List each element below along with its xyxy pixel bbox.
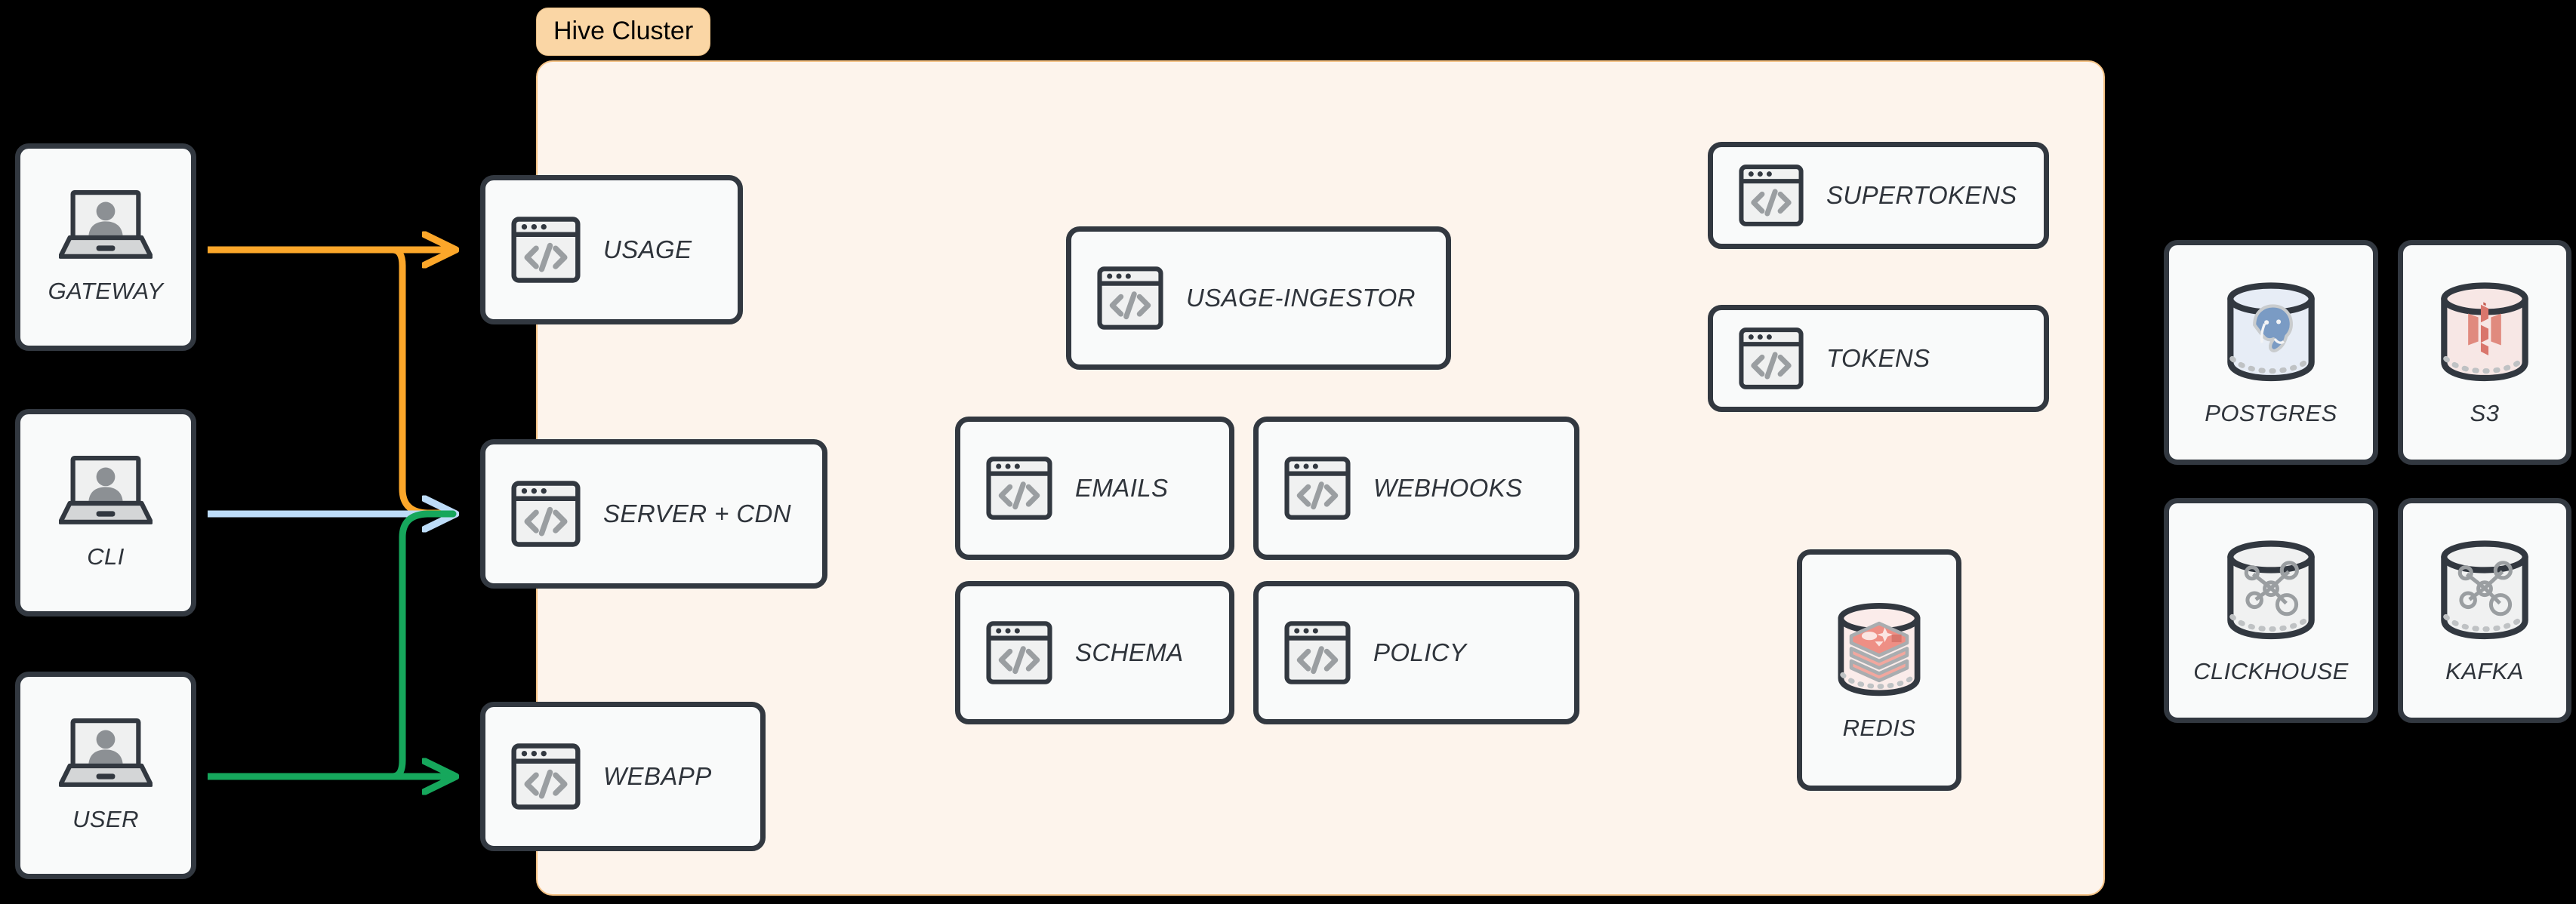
network-cylinder-icon — [2432, 536, 2537, 641]
datastore-card-redis[interactable]: REDIS — [1797, 549, 1961, 791]
s3-cylinder-icon — [2432, 278, 2537, 383]
service-card-server-cdn[interactable]: SERVER + CDN — [480, 439, 827, 589]
code-window-icon — [986, 455, 1052, 521]
datastore-label: CLICKHOUSE — [2193, 658, 2349, 684]
code-window-icon — [986, 620, 1052, 686]
code-window-icon — [1739, 326, 1804, 391]
client-card-cli[interactable]: CLI — [15, 409, 196, 617]
service-card-usage-ingestor[interactable]: USAGE-INGESTOR — [1066, 226, 1451, 370]
client-card-gateway[interactable]: GATEWAY — [15, 143, 196, 351]
datastore-card-clickhouse[interactable]: CLICKHOUSE — [2164, 498, 2378, 723]
service-label: USAGE — [603, 235, 692, 263]
service-label: POLICY — [1373, 638, 1467, 666]
datastore-card-s3[interactable]: S3 — [2398, 240, 2571, 465]
service-label: TOKENS — [1826, 344, 1930, 372]
code-window-icon — [1097, 265, 1163, 331]
client-card-user[interactable]: USER — [15, 672, 196, 879]
postgres-cylinder-icon — [2218, 278, 2324, 383]
code-window-icon — [511, 742, 581, 811]
service-card-webhooks[interactable]: WEBHOOKS — [1253, 417, 1579, 560]
code-window-icon — [511, 215, 581, 284]
network-cylinder-icon — [2218, 536, 2324, 641]
service-label: WEBAPP — [603, 762, 712, 790]
service-label: EMAILS — [1075, 474, 1169, 502]
service-label: USAGE-INGESTOR — [1186, 284, 1416, 312]
code-window-icon — [1284, 455, 1351, 521]
hive-cluster-badge: Hive Cluster — [536, 8, 711, 56]
service-card-usage[interactable]: USAGE — [480, 175, 743, 324]
service-label: SUPERTOKENS — [1826, 181, 2017, 209]
service-label: SERVER + CDN — [603, 500, 792, 527]
datastore-card-postgres[interactable]: POSTGRES — [2164, 240, 2378, 465]
service-card-emails[interactable]: EMAILS — [955, 417, 1234, 560]
redis-cylinder-icon — [1829, 598, 1929, 698]
laptop-user-icon — [59, 189, 153, 261]
link-gateway-server-cdn — [389, 246, 457, 517]
service-card-schema[interactable]: SCHEMA — [955, 581, 1234, 724]
service-card-policy[interactable]: POLICY — [1253, 581, 1579, 724]
client-label: GATEWAY — [48, 278, 164, 304]
datastore-label: REDIS — [1842, 715, 1916, 741]
service-card-tokens[interactable]: TOKENS — [1708, 305, 2049, 412]
datastore-card-kafka[interactable]: KAFKA — [2398, 498, 2571, 723]
service-card-webapp[interactable]: WEBAPP — [480, 702, 766, 851]
code-window-icon — [1739, 163, 1804, 228]
client-label: USER — [72, 806, 139, 832]
service-card-supertokens[interactable]: SUPERTOKENS — [1708, 142, 2049, 249]
code-window-icon — [1284, 620, 1351, 686]
datastore-label: POSTGRES — [2205, 400, 2337, 426]
service-label: SCHEMA — [1075, 638, 1184, 666]
code-window-icon — [511, 479, 581, 549]
laptop-user-icon — [59, 455, 153, 527]
laptop-user-icon — [59, 718, 153, 789]
datastore-label: KAFKA — [2445, 658, 2524, 684]
datastore-label: S3 — [2470, 400, 2500, 426]
link-user-server-cdn — [389, 510, 457, 780]
service-label: WEBHOOKS — [1373, 474, 1523, 502]
client-label: CLI — [87, 543, 125, 570]
